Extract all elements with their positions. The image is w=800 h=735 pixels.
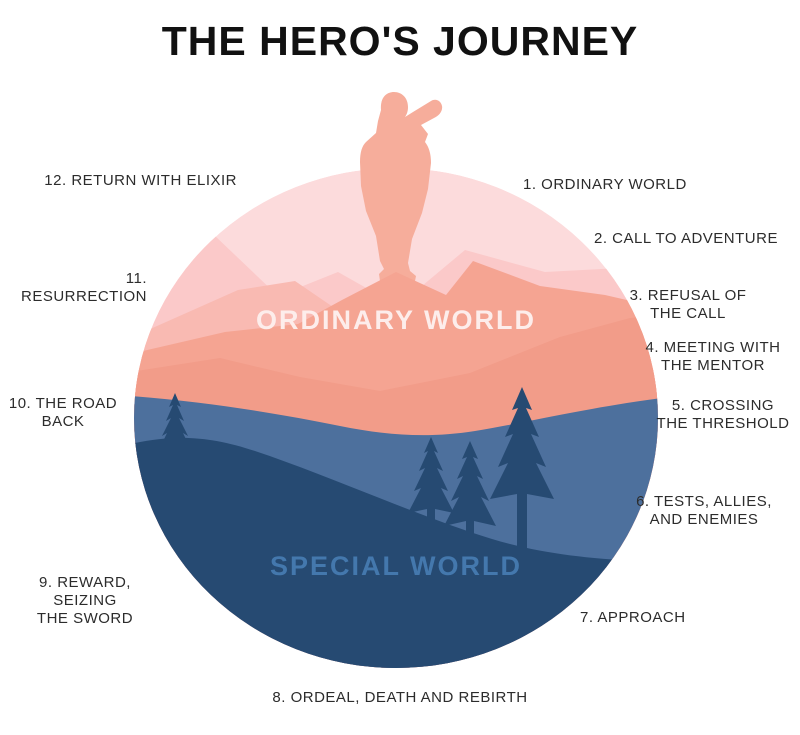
stage-label-1: 1. ORDINARY WORLD bbox=[523, 176, 687, 193]
stage-label-7: 7. APPROACH bbox=[580, 609, 686, 626]
hero-silhouette bbox=[360, 92, 443, 281]
stage-label-3: 3. REFUSAL OF THE CALL bbox=[629, 287, 747, 322]
stage-label-6: 6. TESTS, ALLIES, AND ENEMIES bbox=[636, 493, 772, 528]
stage-label-10: 10. THE ROAD BACK bbox=[8, 395, 118, 430]
page-title: THE HERO'S JOURNEY bbox=[161, 18, 639, 64]
pine-tree-mid bbox=[444, 441, 496, 550]
stage-label-9: 9. REWARD, SEIZING THE SWORD bbox=[36, 574, 134, 627]
stage-label-8: 8. ORDEAL, DEATH AND REBIRTH bbox=[272, 689, 528, 706]
stage-label-4: 4. MEETING WITH THE MENTOR bbox=[645, 339, 781, 374]
ordinary-world-label: ORDINARY WORLD bbox=[256, 305, 536, 335]
stage-label-12: 12. RETURN WITH ELIXIR bbox=[44, 172, 237, 189]
pine-tree-tall bbox=[490, 387, 554, 548]
stage-label-2: 2. CALL TO ADVENTURE bbox=[594, 230, 778, 247]
stage-label-11: 11. RESURRECTION bbox=[20, 270, 147, 305]
stage-label-5: 5. CROSSING THE THRESHOLD bbox=[656, 397, 790, 432]
pine-tree-left bbox=[158, 393, 192, 470]
special-world-label: SPECIAL WORLD bbox=[269, 551, 522, 581]
foreground-layers bbox=[134, 261, 658, 668]
navy-foreground bbox=[134, 437, 658, 668]
pine-tree-mid-small bbox=[408, 437, 454, 535]
